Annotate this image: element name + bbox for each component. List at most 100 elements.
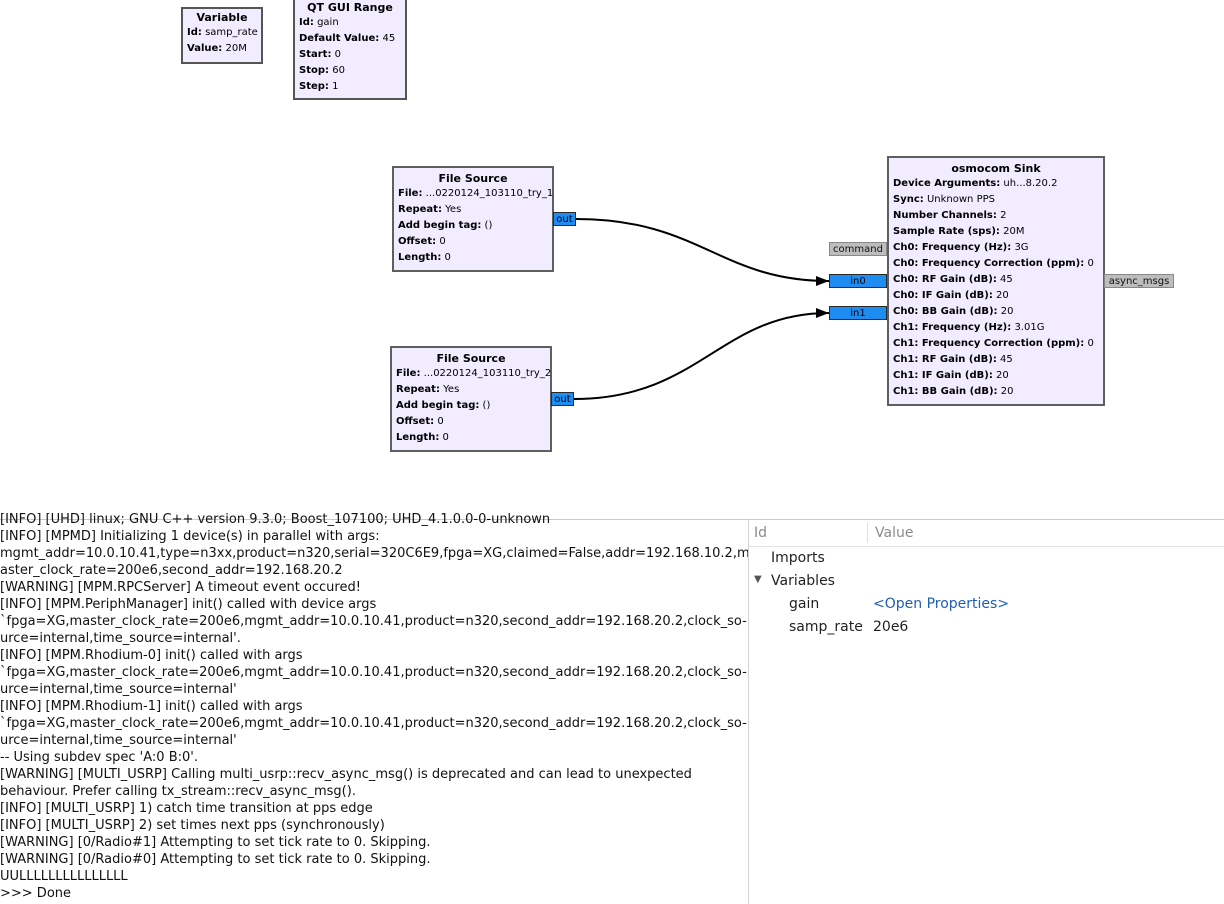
param-value: samp_rate (205, 27, 258, 38)
osmocom-sink-block[interactable]: osmocom Sink Device Arguments: uh...8.20… (887, 156, 1105, 406)
sink-param-row: Ch1: RF Gain (dB): 45 (889, 352, 1103, 368)
console-line: `fpga=XG,master_clock_rate=200e6,mgmt_ad… (0, 614, 747, 629)
console-line: `fpga=XG,master_clock_rate=200e6,mgmt_ad… (0, 716, 747, 731)
console-line: [WARNING] [MPM.RPCServer] A timeout even… (0, 580, 361, 595)
param-value: 0 (439, 236, 446, 247)
param-value: () (482, 400, 491, 411)
connection-fs2-in1[interactable] (573, 312, 830, 400)
param-label: Ch1: Frequency Correction (ppm): (893, 338, 1085, 349)
panel-splitter[interactable] (748, 520, 749, 904)
param-value: 2 (1000, 210, 1007, 221)
file-source-block-1[interactable]: File Source File: ...0220124_103110_try_… (392, 166, 554, 272)
param-label: Sync: (893, 194, 924, 205)
param-label: Length: (396, 432, 440, 443)
param-label: Number Channels: (893, 210, 997, 221)
variable-value-gain[interactable]: <Open Properties> (873, 596, 1010, 612)
console-line: >>> Done (0, 886, 72, 901)
flowgraph-canvas[interactable]: Variable Id: samp_rate Value: 20M QT GUI… (0, 0, 1224, 519)
param-label: Sample Rate (sps): (893, 226, 1000, 237)
param-label: Id: (187, 27, 202, 38)
param-value: 1 (332, 81, 339, 92)
param-label: Repeat: (396, 384, 440, 395)
command-port[interactable]: command (829, 242, 887, 256)
console-line: [INFO] [UHD] linux; GNU C++ version 9.3.… (0, 512, 551, 527)
param-label: Ch0: BB Gain (dB): (893, 306, 998, 317)
console-line: [INFO] [MPM.Rhodium-1] init() called wit… (0, 699, 303, 714)
tree-item-variables[interactable]: Variables (771, 573, 835, 589)
sink-param-row: Ch0: Frequency Correction (ppm): 0 (889, 256, 1103, 272)
sink-param-row: Ch1: IF Gain (dB): 20 (889, 368, 1103, 384)
param-value: Unknown PPS (926, 194, 995, 205)
file-source-1-out-port[interactable]: out (553, 212, 576, 226)
block-title: QT GUI Range (307, 1, 393, 14)
param-label: Ch1: Frequency (Hz): (893, 322, 1012, 333)
param-value: 20 (1000, 306, 1014, 317)
param-value: 0 (334, 49, 342, 60)
sink-param-row: Device Arguments: uh...8.20.2 (889, 176, 1103, 192)
param-label: Stop: (299, 65, 330, 76)
param-label: Length: (398, 252, 442, 263)
in0-port[interactable]: in0 (829, 274, 887, 288)
sink-param-row: Ch1: BB Gain (dB): 20 (889, 384, 1103, 400)
file-source-2-out-port[interactable]: out (551, 392, 574, 406)
param-label: Add begin tag: (398, 220, 482, 231)
console-line: mgmt_addr=10.0.10.41,type=n3xx,product=n… (0, 546, 755, 561)
pane-divider[interactable] (0, 519, 1224, 520)
column-header-id[interactable]: Id (754, 525, 768, 541)
variables-panel[interactable]: Id Value Imports ▼ Variables gain <Open … (749, 520, 1224, 904)
sink-param-row: Number Channels: 2 (889, 208, 1103, 224)
file-source-block-2[interactable]: File Source File: ...0220124_103110_try_… (390, 346, 552, 452)
column-header-value[interactable]: Value (875, 525, 914, 541)
console-log: [INFO] [UHD] linux; GNU C++ version 9.3.… (0, 511, 755, 902)
sink-param-row: Ch1: Frequency Correction (ppm): 0 (889, 336, 1103, 352)
param-value: Yes (445, 204, 462, 215)
param-label: Ch0: Frequency (Hz): (893, 242, 1012, 253)
console-line: -- Using subdev spec 'A:0 B:0'. (0, 750, 198, 765)
param-label: Value: (187, 43, 223, 54)
sink-param-row: Ch1: Frequency (Hz): 3.01G (889, 320, 1103, 336)
param-label: Offset: (398, 236, 437, 247)
console-panel[interactable]: [INFO] [UHD] linux; GNU C++ version 9.3.… (0, 512, 754, 904)
variable-id-samp-rate[interactable]: samp_rate (789, 619, 863, 635)
console-line: urce=internal,time_source=internal'. (0, 631, 241, 646)
param-value: 0 (1087, 338, 1094, 349)
param-value: 20 (996, 290, 1009, 301)
console-line: urce=internal,time_source=internal' (0, 733, 237, 748)
param-value: 20M (1003, 226, 1025, 237)
param-value: 60 (332, 65, 345, 76)
in1-port[interactable]: in1 (829, 306, 887, 320)
param-label: Ch0: IF Gain (dB): (893, 290, 993, 301)
sink-param-row: Ch0: BB Gain (dB): 20 (889, 304, 1103, 320)
chevron-down-icon[interactable]: ▼ (754, 574, 762, 585)
console-line: aster_clock_rate=200e6,second_addr=192.1… (0, 563, 343, 578)
param-value: 0 (437, 416, 444, 427)
param-value: 45 (382, 33, 396, 44)
connection-fs1-in0[interactable] (575, 218, 830, 282)
param-value: 20 (996, 370, 1009, 381)
tree-item-imports[interactable]: Imports (771, 550, 825, 566)
block-title: Variable (196, 11, 248, 24)
sink-param-row: Sync: Unknown PPS (889, 192, 1103, 208)
qt-gui-range-block[interactable]: QT GUI Range Id: gain Default Value: 45 … (293, 0, 407, 100)
param-label: Offset: (396, 416, 435, 427)
param-label: Ch1: RF Gain (dB): (893, 354, 997, 365)
param-value: 0 (442, 432, 449, 443)
async-msgs-port[interactable]: async_msgs (1104, 274, 1174, 288)
variables-header: Id Value (749, 520, 1224, 547)
variable-value-samp-rate[interactable]: 20e6 (873, 619, 909, 635)
param-label: Ch1: IF Gain (dB): (893, 370, 993, 381)
param-value: gain (317, 17, 339, 28)
param-value: 45 (1000, 274, 1013, 285)
param-value: 20M (225, 43, 247, 54)
param-label: Start: (299, 49, 332, 60)
param-label: Repeat: (398, 204, 442, 215)
variable-block[interactable]: Variable Id: samp_rate Value: 20M (181, 7, 263, 64)
console-line: [WARNING] [0/Radio#0] Attempting to set … (0, 852, 431, 867)
block-title: File Source (436, 352, 506, 365)
connection-fs2-arrow (816, 308, 829, 318)
variable-id-gain[interactable]: gain (789, 596, 820, 612)
param-label: Device Arguments: (893, 178, 1001, 189)
console-line: [INFO] [MULTI_USRP] 1) catch time transi… (0, 801, 373, 816)
param-label: File: (396, 368, 421, 379)
